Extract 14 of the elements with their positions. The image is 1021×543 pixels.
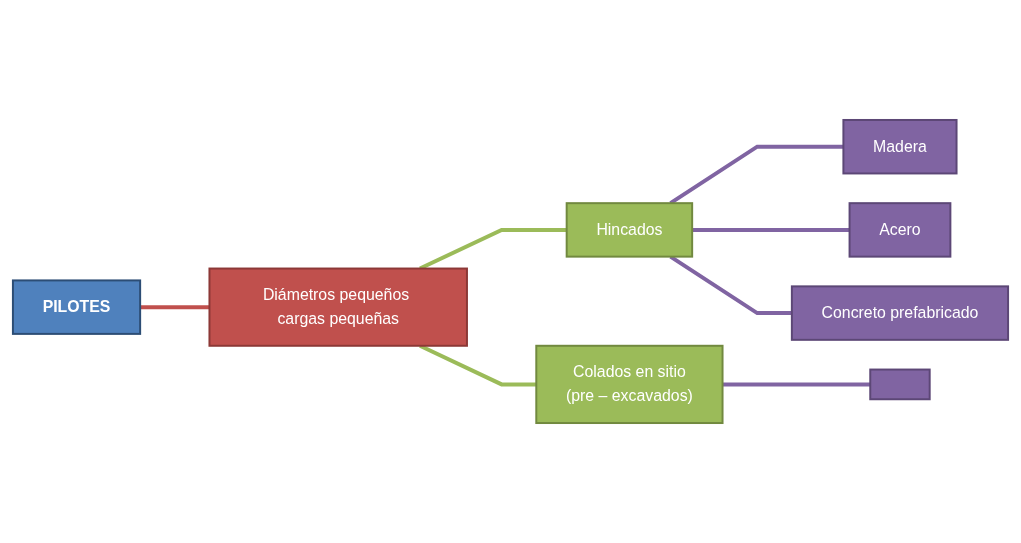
node-box: Diámetros pequeños cargas pequeñas <box>208 267 468 347</box>
connector <box>419 344 537 387</box>
node-box <box>869 368 931 401</box>
connector <box>669 255 792 316</box>
node-box: Concreto prefabricado <box>790 285 1010 341</box>
node-box: Madera <box>842 119 958 175</box>
connector <box>140 305 210 310</box>
node-box: Hincados <box>565 202 694 258</box>
connector <box>669 144 844 205</box>
connector <box>722 382 871 387</box>
node-box: Colados en sitio (pre – excavados) <box>535 344 724 424</box>
connector <box>692 227 850 232</box>
node-box: Acero <box>848 202 952 258</box>
node-box: PILOTES <box>11 279 142 335</box>
